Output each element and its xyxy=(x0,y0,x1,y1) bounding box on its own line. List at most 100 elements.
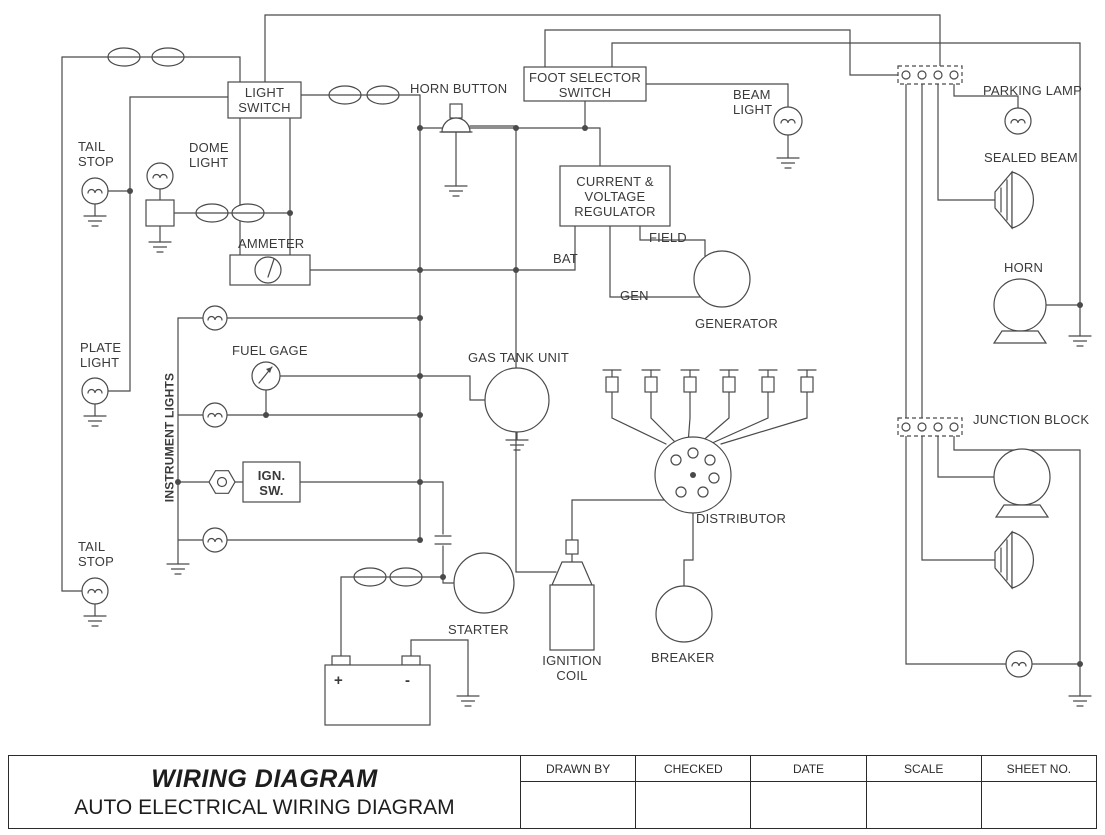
wires xyxy=(61,14,1081,697)
ignition-coil-symbol xyxy=(549,539,595,651)
instrument-lamp xyxy=(202,402,228,428)
col-header-sheet-no: SHEET NO. xyxy=(981,756,1097,782)
breaker-symbol xyxy=(655,585,713,643)
ground-icon xyxy=(505,439,529,451)
bat-label: BAT xyxy=(553,251,578,266)
dome-light-label: DOME LIGHT xyxy=(189,140,229,170)
drawing-title: WIRING DIAGRAM xyxy=(151,764,378,793)
ammeter-label: AMMETER xyxy=(238,236,305,251)
col-value-checked xyxy=(636,782,750,828)
rear-lamp-symbol xyxy=(1005,650,1033,678)
dome-light-symbol xyxy=(145,162,175,227)
spark-plugs xyxy=(602,369,817,393)
junction-dots xyxy=(127,125,1083,667)
lamp-oval-pair xyxy=(195,203,265,223)
ground-icon xyxy=(83,415,107,427)
ground-icon xyxy=(444,185,468,197)
spark-plug xyxy=(641,369,661,393)
title-block-col-checked: CHECKED xyxy=(636,756,752,828)
col-header-checked: CHECKED xyxy=(636,756,751,782)
beam-light-lamp xyxy=(773,106,803,136)
tail-stop-lamp-top xyxy=(81,177,109,205)
title-block-columns: DRAWN BY CHECKED DATE SCALE SHEET NO. xyxy=(521,756,1097,828)
distributor-label: DISTRIBUTOR xyxy=(696,511,787,526)
ground-symbols xyxy=(83,157,1092,707)
spark-plug xyxy=(758,369,778,393)
battery-plus-label: + xyxy=(334,672,343,689)
horn-symbol-top xyxy=(992,278,1048,344)
title-block-col-drawn-by: DRAWN BY xyxy=(521,756,637,828)
sealed-beam-symbol-bottom xyxy=(994,530,1034,590)
beam-light-label: BEAM LIGHT xyxy=(733,87,773,117)
horn-button-symbol xyxy=(439,103,473,133)
ground-icon xyxy=(148,241,172,253)
ground-icon xyxy=(456,695,480,707)
horn-symbol-bottom xyxy=(993,448,1051,518)
drawing-subtitle: AUTO ELECTRICAL WIRING DIAGRAM xyxy=(74,795,455,819)
spark-plug xyxy=(719,369,739,393)
col-value-date xyxy=(751,782,865,828)
ground-icon xyxy=(1068,335,1092,347)
sealed-beam-symbol-top xyxy=(994,170,1034,230)
junction-block-symbol xyxy=(897,417,963,437)
connector-block-top xyxy=(897,65,963,85)
instrument-lights-label: INSTRUMENT LIGHTS xyxy=(162,372,177,503)
horn-button-label: HORN BUTTON xyxy=(410,81,508,96)
tail-stop-bottom-label: TAIL STOP xyxy=(78,539,114,569)
distributor-symbol xyxy=(654,436,732,514)
battery-minus-label: - xyxy=(405,672,410,689)
title-block-col-scale: SCALE xyxy=(866,756,982,828)
tail-stop-top-label: TAIL STOP xyxy=(78,139,114,169)
ground-icon xyxy=(83,615,107,627)
parking-lamp-symbol xyxy=(1004,107,1032,135)
title-block: WIRING DIAGRAM AUTO ELECTRICAL WIRING DI… xyxy=(8,755,1097,829)
plate-light-label: PLATE LIGHT xyxy=(80,340,122,370)
fuel-gage-label: FUEL GAGE xyxy=(232,343,308,358)
spark-plug xyxy=(602,369,622,393)
regulator-box xyxy=(559,165,671,227)
instrument-lamp xyxy=(202,305,228,331)
ignition-switch-symbol xyxy=(208,461,301,503)
col-value-scale xyxy=(867,782,981,828)
ground-icon xyxy=(83,215,107,227)
light-switch-label: LIGHT SWITCH xyxy=(238,85,291,115)
fuel-gage-symbol xyxy=(251,361,281,391)
ammeter-symbol xyxy=(229,254,311,286)
title-block-col-date: DATE xyxy=(751,756,867,828)
col-value-drawn-by xyxy=(521,782,635,828)
title-block-col-sheet-no: SHEET NO. xyxy=(981,756,1097,828)
starter-symbol xyxy=(453,552,515,614)
gas-tank-unit-symbol xyxy=(484,367,550,433)
sealed-beam-label: SEALED BEAM xyxy=(984,150,1078,165)
ignition-coil-label: IGNITION COIL xyxy=(542,653,602,683)
battery-symbol xyxy=(324,655,431,726)
gas-tank-unit-label: GAS TANK UNIT xyxy=(468,350,570,365)
light-switch-box xyxy=(227,81,302,119)
generator-symbol xyxy=(693,250,751,308)
lamp-oval-pair xyxy=(107,47,185,67)
ground-icon xyxy=(776,157,800,169)
title-block-title-cell: WIRING DIAGRAM AUTO ELECTRICAL WIRING DI… xyxy=(9,756,521,828)
col-header-date: DATE xyxy=(751,756,866,782)
foot-selector-switch-label: FOOT SELECTOR SWITCH xyxy=(529,70,641,100)
breaker-label: BREAKER xyxy=(651,650,715,665)
parking-lamp-label: PARKING LAMP xyxy=(983,83,1082,98)
col-header-drawn-by: DRAWN BY xyxy=(521,756,636,782)
lamp-oval-pair xyxy=(353,567,423,587)
horn-label: HORN xyxy=(1004,260,1044,275)
starter-label: STARTER xyxy=(448,622,509,637)
junction-block-label: JUNCTION BLOCK xyxy=(973,412,1090,427)
col-value-sheet-no xyxy=(982,782,1096,828)
plate-light-lamp xyxy=(81,377,109,405)
gen-label: GEN xyxy=(620,288,649,303)
regulator-label: CURRENT & VOLTAGE REGULATOR xyxy=(574,174,656,219)
tail-stop-lamp-bottom xyxy=(81,577,109,605)
spark-plug xyxy=(797,369,817,393)
lamp-oval-pair xyxy=(328,85,400,105)
foot-selector-switch-box xyxy=(523,66,647,102)
ground-icon xyxy=(1068,695,1092,707)
ground-icon xyxy=(166,563,190,575)
field-label: FIELD xyxy=(649,230,687,245)
